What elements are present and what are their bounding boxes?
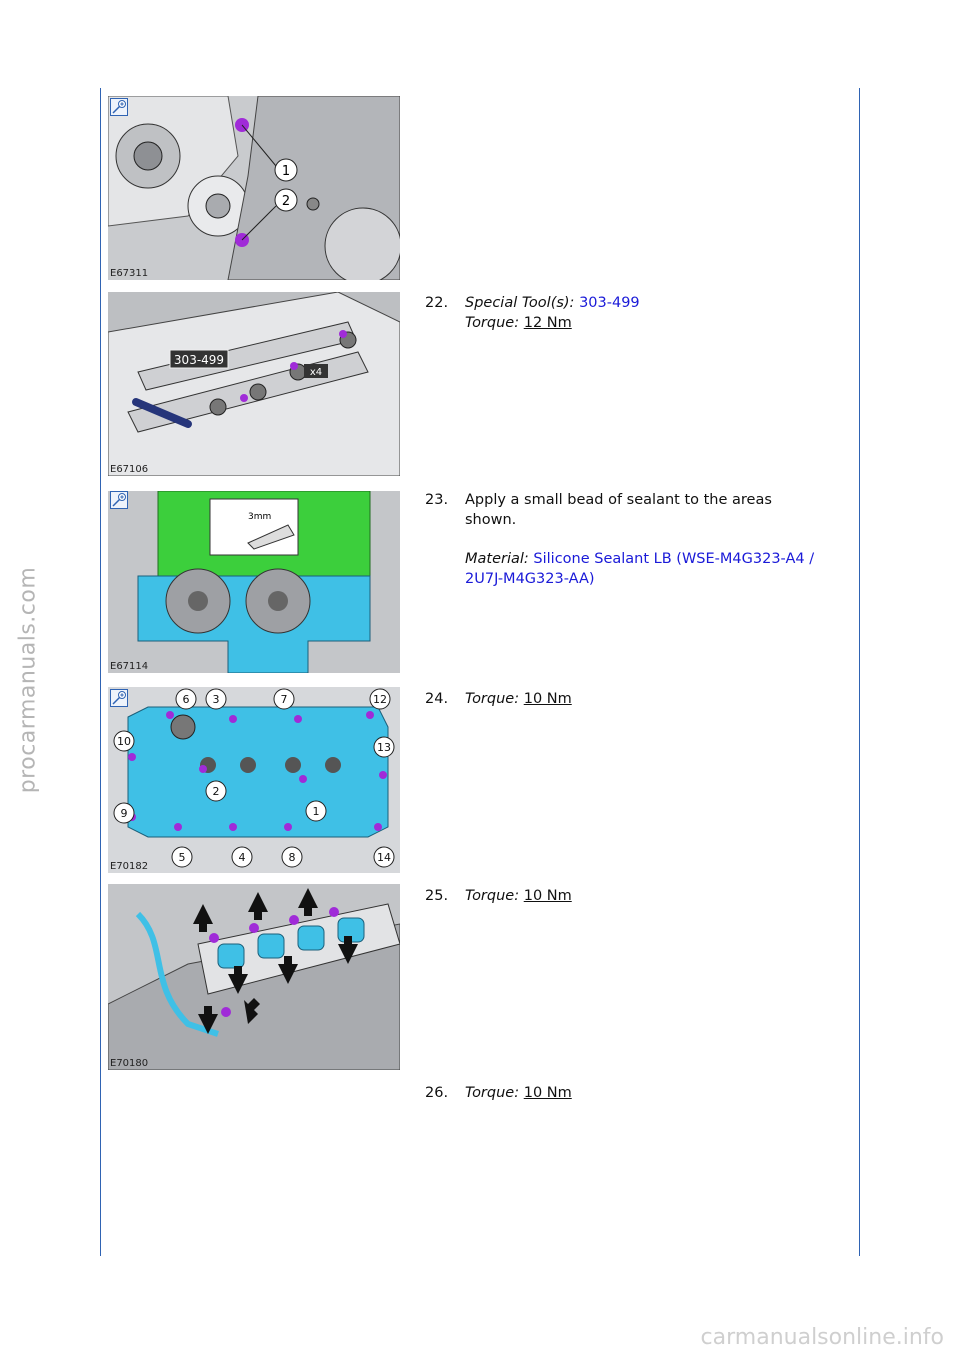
figure-e67311: 1 2 E67311 xyxy=(108,96,400,280)
zoom-icon[interactable] xyxy=(110,689,128,707)
svg-text:5: 5 xyxy=(179,851,186,864)
callout-1: 1 xyxy=(282,164,290,179)
figure-id: E67311 xyxy=(110,268,149,279)
step-number: 25. xyxy=(425,888,449,904)
special-tool-label: Special Tool(s): xyxy=(465,295,575,311)
step-number: 22. xyxy=(425,295,449,311)
zoom-icon[interactable] xyxy=(110,491,128,509)
instruction-text: shown. xyxy=(465,512,517,528)
step-number: 23. xyxy=(425,492,449,508)
material-link[interactable]: 2U7J-M4G323-AA) xyxy=(465,571,595,587)
callout-tool: 303-499 xyxy=(174,353,224,367)
special-tool-link[interactable]: 303-499 xyxy=(579,295,640,311)
material-label: Material: xyxy=(465,551,529,567)
svg-text:1: 1 xyxy=(313,805,320,818)
svg-text:13: 13 xyxy=(377,741,391,754)
torque-value[interactable]: 10 Nm xyxy=(523,691,572,707)
camshaft-illustration: 303-499 x4 xyxy=(108,292,400,476)
svg-text:4: 4 xyxy=(239,851,246,864)
ignition-coil-illustration xyxy=(108,884,400,1070)
svg-text:14: 14 xyxy=(377,851,391,864)
figure-id: E70180 xyxy=(110,1058,149,1069)
callout-x4: x4 xyxy=(310,367,322,378)
svg-text:2: 2 xyxy=(213,785,220,798)
torque-label: Torque: xyxy=(465,691,520,707)
svg-text:6: 6 xyxy=(183,693,190,706)
figure-id: E67106 xyxy=(110,464,149,475)
instruction-text: Apply a small bead of sealant to the are… xyxy=(465,492,772,508)
step-number: 26. xyxy=(425,1085,449,1101)
engine-illustration: 1 2 xyxy=(108,96,400,280)
svg-text:10: 10 xyxy=(117,735,131,748)
torque-value[interactable]: 10 Nm xyxy=(523,888,572,904)
torque-value[interactable]: 12 Nm xyxy=(523,315,572,331)
figure-e67106: 303-499 x4 E67106 xyxy=(108,292,400,476)
bottom-watermark: carmanualsonline.info xyxy=(700,1325,944,1350)
figure-e67114: 3mm E67114 xyxy=(108,491,400,673)
sealant-illustration: 3mm xyxy=(108,491,400,673)
figure-id: E70182 xyxy=(110,861,149,872)
torque-value[interactable]: 10 Nm xyxy=(523,1085,572,1101)
callout-2: 2 xyxy=(282,194,290,209)
zoom-icon[interactable] xyxy=(110,98,128,116)
torque-label: Torque: xyxy=(465,315,520,331)
svg-text:9: 9 xyxy=(121,807,128,820)
svg-text:12: 12 xyxy=(373,693,387,706)
figure-e70180: E70180 xyxy=(108,884,400,1070)
figure-e70182: 1 2 3 4 5 6 7 8 9 10 12 13 14 E70182 xyxy=(108,687,400,873)
right-margin-rule xyxy=(859,88,860,1256)
svg-text:7: 7 xyxy=(281,693,288,706)
torque-label: Torque: xyxy=(465,1085,520,1101)
svg-text:3: 3 xyxy=(213,693,220,706)
torque-label: Torque: xyxy=(465,888,520,904)
figure-id: E67114 xyxy=(110,661,149,672)
material-link[interactable]: Silicone Sealant LB (WSE-M4G323-A4 / xyxy=(533,551,815,567)
svg-text:8: 8 xyxy=(289,851,296,864)
side-watermark: procarmanuals.com xyxy=(15,566,41,794)
left-margin-rule xyxy=(100,88,101,1256)
cam-cover-illustration: 1 2 3 4 5 6 7 8 9 10 12 13 14 xyxy=(108,687,400,873)
step-number: 24. xyxy=(425,691,449,707)
callout-bead-size: 3mm xyxy=(248,512,271,522)
